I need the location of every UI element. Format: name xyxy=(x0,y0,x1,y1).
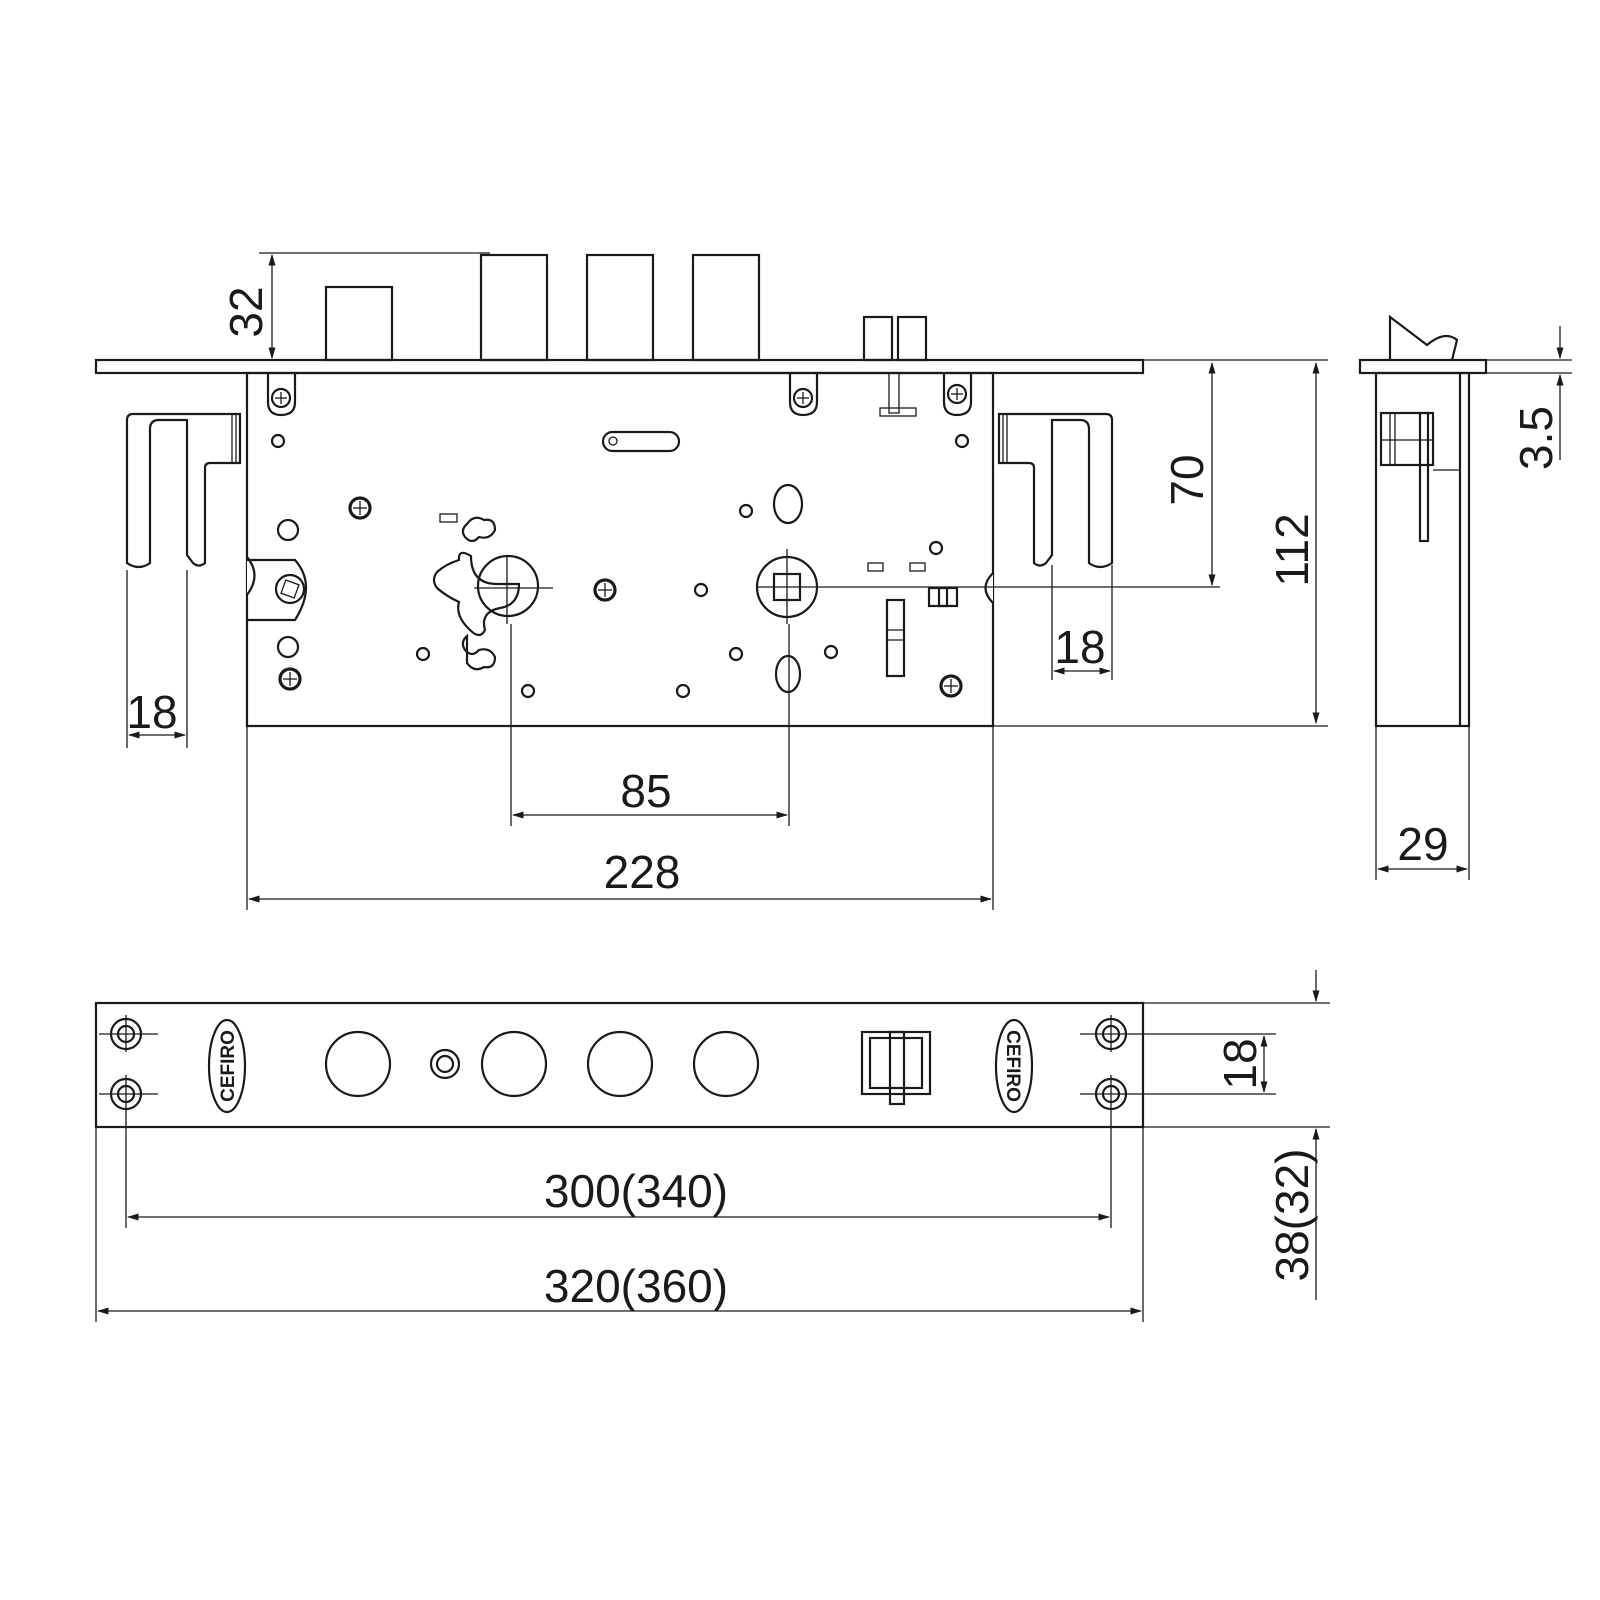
dim-total-width: 228 xyxy=(604,846,681,898)
small-pin-hole xyxy=(429,1048,461,1080)
faceplate-outline xyxy=(94,1001,1145,1129)
top-slot xyxy=(601,430,681,453)
dim-screw-spacing-h: 300(340) xyxy=(544,1165,728,1217)
svg-text:CEFIRO: CEFIRO xyxy=(1002,1030,1023,1102)
cross-screws xyxy=(278,496,963,698)
lock-case xyxy=(245,371,995,728)
side-faceplate xyxy=(1358,358,1488,375)
faceplate-dimensions: 18 38(32) 300(340) 320(360) xyxy=(95,970,1330,1322)
front-view xyxy=(94,253,1220,728)
deadbolt-hole-3 xyxy=(692,1030,760,1098)
dim-left-hook: 18 xyxy=(126,686,177,738)
side-dimensions: 29 3.5 xyxy=(1375,326,1572,880)
faceplate-view: CEFIRO CEFIRO xyxy=(94,1001,1145,1129)
faceplate-screw-left-bottom xyxy=(99,1075,158,1112)
dim-backset: 85 xyxy=(620,765,671,817)
side-latch-wedge xyxy=(1388,314,1459,361)
deadbolt-1 xyxy=(479,253,549,362)
faceplate-screw-left-top xyxy=(99,1015,158,1052)
dim-case-height: 112 xyxy=(1266,513,1318,586)
faceplate-screw-right-bottom xyxy=(1080,1075,1145,1112)
dim-follower-height: 70 xyxy=(1161,454,1213,505)
front-faceplate xyxy=(94,358,1145,375)
faceplate-screw-right-top xyxy=(1080,1015,1145,1052)
aux-latch-window xyxy=(860,1030,932,1106)
dim-right-hook: 18 xyxy=(1054,621,1105,673)
deadbolt-2 xyxy=(585,253,655,362)
dim-faceplate-width: 38(32) xyxy=(1266,1149,1318,1282)
front-dimensions: 32 70 112 18 18 85 228 xyxy=(126,252,1328,910)
dim-bolt-projection: 32 xyxy=(220,286,272,337)
dim-screw-spacing-v: 18 xyxy=(1214,1038,1266,1089)
latch-bolt-hole xyxy=(324,1030,392,1098)
mount-screw-right xyxy=(942,373,973,417)
deadbolt-3 xyxy=(691,253,761,362)
right-hook-outer xyxy=(997,412,1114,569)
aux-latch xyxy=(862,315,894,362)
dim-depth: 29 xyxy=(1397,818,1448,870)
deadbolt-hole-1 xyxy=(480,1030,548,1098)
mount-screw-left xyxy=(266,373,297,417)
brand-logo-left: CEFIRO xyxy=(207,1018,247,1114)
brand-logo-right: CEFIRO xyxy=(994,1018,1034,1114)
side-case xyxy=(1374,371,1471,728)
side-view xyxy=(1358,314,1488,728)
dim-faceplate-thickness: 3.5 xyxy=(1510,406,1562,470)
left-hook-outer xyxy=(125,412,242,569)
swing-lever xyxy=(885,598,906,678)
svg-text:CEFIRO: CEFIRO xyxy=(218,1030,239,1102)
dim-faceplate-length: 320(360) xyxy=(544,1260,728,1312)
latch-bolt xyxy=(324,285,394,362)
case-holes xyxy=(270,433,970,699)
cylinder-cutout xyxy=(432,513,540,671)
deadbolt-hole-2 xyxy=(586,1030,654,1098)
latch-hub xyxy=(247,558,307,622)
mount-screw-mid xyxy=(788,373,819,417)
